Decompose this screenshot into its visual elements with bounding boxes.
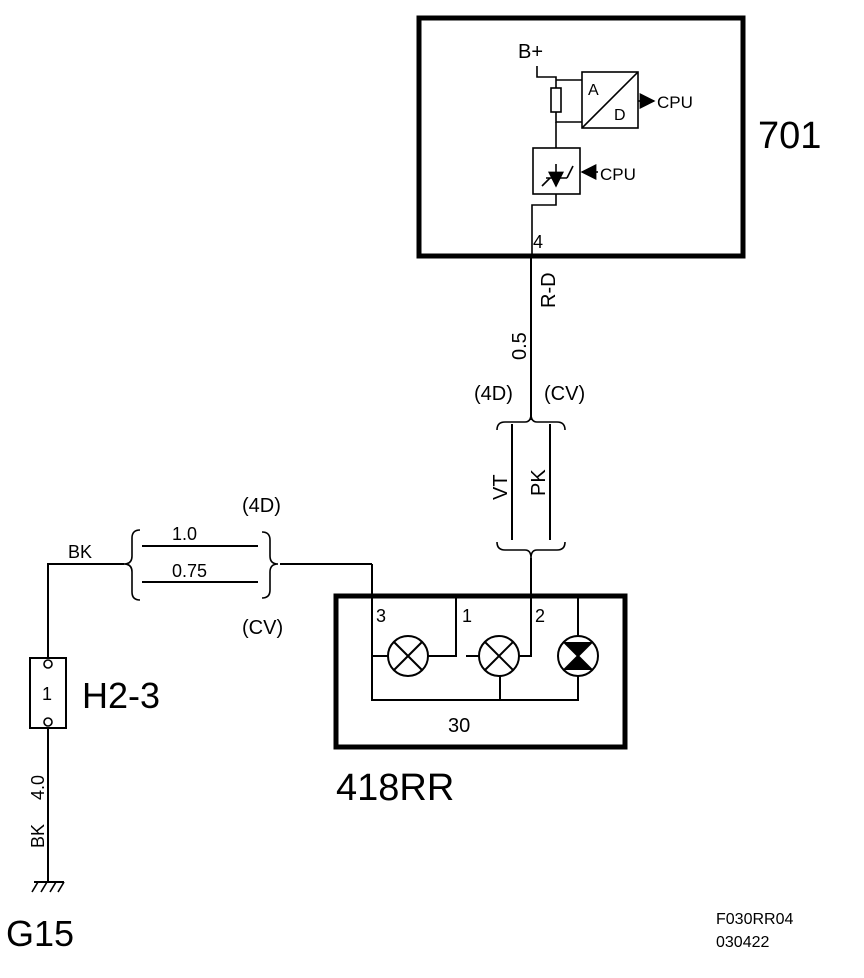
cpu-out-label: CPU bbox=[657, 93, 693, 112]
ground-wire-variant-bottom-label: (CV) bbox=[242, 617, 283, 639]
module-701-pin-label: 4 bbox=[533, 232, 543, 252]
lamp-2-icon bbox=[478, 635, 520, 677]
ground-wire-cv-gauge-label: 0.75 bbox=[172, 561, 207, 581]
indicator-lamp-icon bbox=[557, 635, 599, 677]
ground-lead: 4.0 BK G15 bbox=[6, 728, 74, 954]
lamp-2-right-wire bbox=[519, 598, 532, 657]
supply-wire bbox=[536, 66, 557, 88]
supply-b-plus-label: B+ bbox=[518, 41, 543, 63]
connector-h2-3-label: H2-3 bbox=[82, 675, 160, 716]
wire-701-bottom-brace bbox=[496, 541, 566, 559]
ground-lead-gauge-label: 4.0 bbox=[28, 775, 48, 800]
module-701-label: 701 bbox=[758, 115, 821, 157]
resistor-icon bbox=[550, 87, 562, 113]
date-code: 030422 bbox=[716, 934, 769, 951]
pin-2-label: 2 bbox=[535, 606, 545, 626]
adc-a-label: A bbox=[588, 82, 599, 99]
pin-3-label: 3 bbox=[376, 606, 386, 626]
ground-wire-left-segment bbox=[47, 563, 124, 658]
wire-701-pk-label: PK bbox=[528, 469, 550, 496]
wire-701-color-label: R-D bbox=[538, 272, 560, 308]
pin-1-label: 1 bbox=[462, 606, 472, 626]
wire-701-variant-left-label: (4D) bbox=[474, 383, 513, 405]
ground-symbol-icon bbox=[31, 881, 65, 893]
figure-code: F030RR04 bbox=[716, 911, 793, 928]
ground-point-label: G15 bbox=[6, 913, 74, 954]
ad-converter-icon: A D bbox=[581, 71, 639, 129]
lamp-1-icon bbox=[387, 635, 429, 677]
ground-wire-variant-top-label: (4D) bbox=[242, 495, 281, 517]
ground-wire-left-brace bbox=[123, 529, 141, 601]
connector-lower-terminal-icon bbox=[43, 717, 53, 727]
ground-wire-4d-gauge-label: 1.0 bbox=[172, 524, 197, 544]
ground-wire-color-label: BK bbox=[68, 542, 92, 562]
lamp-1-right-wire bbox=[428, 598, 457, 657]
ground-wire-418rr: 1.0 0.75 (4D) (CV) BK bbox=[47, 495, 372, 658]
control-module-701: 701 B+ A D CPU CPU 4 bbox=[416, 15, 821, 259]
connector-pin-label: 1 bbox=[42, 684, 52, 704]
internal-ground-bus bbox=[371, 564, 579, 701]
adc-lower-wire bbox=[555, 112, 582, 123]
ground-lead-color-label: BK bbox=[28, 824, 48, 848]
connector-upper-terminal-icon bbox=[43, 659, 53, 669]
module-418rr-label: 418RR bbox=[336, 767, 454, 809]
pin-30-label: 30 bbox=[448, 715, 470, 737]
connector-h2-3: 1 H2-3 bbox=[29, 657, 160, 729]
wire-701-vt-label: VT bbox=[490, 474, 512, 500]
adc-d-label: D bbox=[614, 107, 626, 124]
wire-701-to-418rr: R-D 0.5 (4D) (CV) VT PK bbox=[474, 256, 585, 596]
cpu-in-label: CPU bbox=[600, 165, 636, 184]
driver-output-wire bbox=[531, 194, 557, 256]
module-701-box bbox=[416, 15, 746, 259]
wire-701-top-brace bbox=[496, 413, 566, 431]
component-418rr: 418RR 3 1 2 30 bbox=[333, 564, 628, 809]
wire-701-variant-right-label: (CV) bbox=[544, 383, 585, 405]
ground-wire-right-brace bbox=[261, 531, 279, 599]
driver-transistor-icon bbox=[532, 147, 581, 195]
module-418rr-box bbox=[333, 593, 628, 750]
wire-701-gauge-label: 0.5 bbox=[509, 332, 531, 360]
